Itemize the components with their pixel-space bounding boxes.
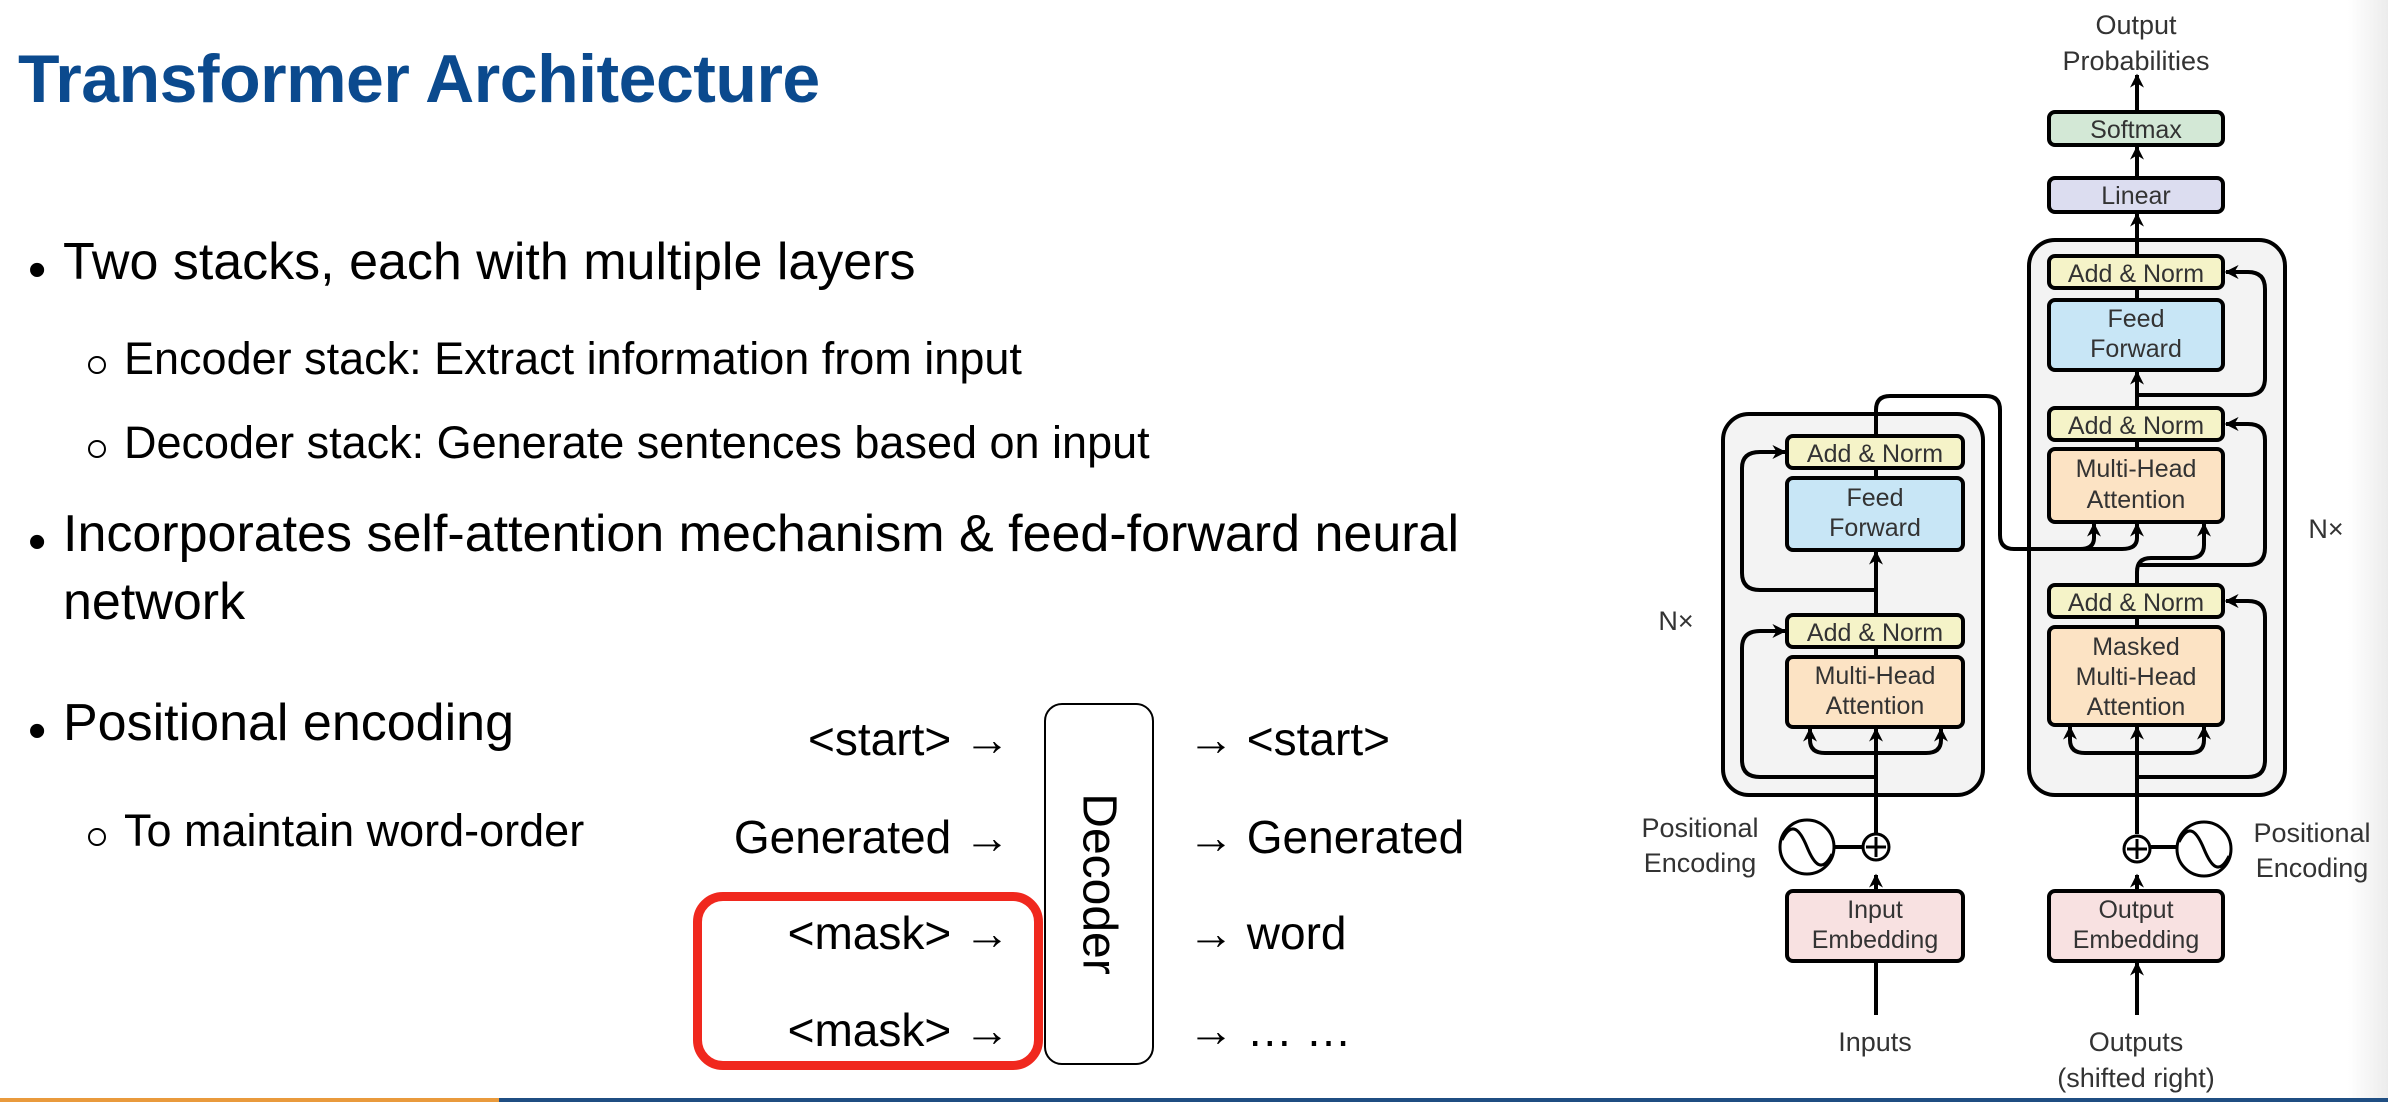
encoder-positional-label: Positional <box>1641 813 1758 843</box>
decoder-output-generated: → Generated <box>1188 811 1465 863</box>
decoder-add-norm-3: Add & Norm <box>2047 254 2225 290</box>
decoder-sine-wave-icon <box>2175 820 2233 878</box>
svg-text:Linear: Linear <box>2101 182 2171 210</box>
outputs-shifted-label: (shifted right) <box>2057 1063 2215 1093</box>
bullet-self-attention-line2: network <box>63 573 246 631</box>
decoder-masked-attention: Masked Multi-Head Attention <box>2047 625 2225 727</box>
encoder-add-norm-1: Add & Norm <box>1785 613 1965 649</box>
encoder-add-icon <box>1861 832 1891 862</box>
decoder-residual-2 <box>2137 417 2267 567</box>
encoder-residual-2 <box>1740 445 1876 592</box>
encoder-multi-head-attention: Multi-Head Attention <box>1785 655 1965 729</box>
decoder-input-start: <start> → <box>808 713 1010 765</box>
encoder-positional-label-2: Encoding <box>1644 848 1757 878</box>
bullet-icon: • <box>28 241 47 299</box>
svg-text:Multi-Head: Multi-Head <box>2076 455 2197 483</box>
decoder-input-mask-1: <mask> → <box>787 907 1010 959</box>
svg-text:Forward: Forward <box>1829 514 1921 542</box>
svg-text:Add & Norm: Add & Norm <box>2068 260 2204 288</box>
slide-title: Transformer Architecture <box>18 41 820 117</box>
decoder-positional-label: Positional <box>2253 818 2370 848</box>
svg-text:Softmax: Softmax <box>2090 116 2182 144</box>
svg-text:Embedding: Embedding <box>1812 926 1938 954</box>
output-embedding: Output Embedding <box>2047 889 2225 963</box>
svg-text:Add & Norm: Add & Norm <box>1807 619 1943 647</box>
footer-bar <box>499 1098 2388 1102</box>
svg-text:Feed: Feed <box>2108 305 2165 333</box>
decoder-cross-attention: Multi-Head Attention <box>2047 447 2225 524</box>
sub-bullet-decoder: Decoder stack: Generate sentences based … <box>124 417 1150 468</box>
decoder-box: Decoder <box>1044 703 1154 1065</box>
decoder-input-generated: Generated → <box>733 811 1010 863</box>
encoder-feed-forward: Feed Forward <box>1785 476 1965 552</box>
svg-text:Attention: Attention <box>1826 692 1925 720</box>
decoder-positional-label-2: Encoding <box>2256 853 2369 883</box>
inputs-label: Inputs <box>1838 1027 1912 1057</box>
softmax-box: Softmax <box>2047 110 2225 147</box>
decoder-residual-1 <box>2137 594 2267 779</box>
input-embedding: Input Embedding <box>1785 889 1965 963</box>
svg-text:Forward: Forward <box>2090 335 2182 363</box>
sub-bullet-icon <box>88 828 106 846</box>
svg-text:Add & Norm: Add & Norm <box>1807 440 1943 468</box>
bullet-self-attention-line1: Incorporates self-attention mechanism & … <box>63 505 1460 563</box>
encoder-add-norm-2: Add & Norm <box>1785 434 1965 470</box>
decoder-repeat-label: N× <box>2308 514 2343 544</box>
sub-bullet-word-order: To maintain word-order <box>124 805 585 856</box>
encoder-qkv-branch <box>1803 727 1876 755</box>
mask-highlight-box <box>693 892 1043 1070</box>
svg-text:Attention: Attention <box>2087 693 2186 721</box>
bullet-icon: • <box>28 513 47 571</box>
decoder-feed-forward: Feed Forward <box>2047 298 2225 372</box>
encoder-repeat-label: N× <box>1658 606 1693 636</box>
output-probabilities-label-2: Probabilities <box>2062 46 2209 76</box>
sub-bullet-encoder: Encoder stack: Extract information from … <box>124 333 1022 384</box>
svg-text:Input: Input <box>1847 896 1903 924</box>
output-probabilities-label: Output <box>2095 10 2177 40</box>
slide-edge-shade <box>2348 0 2388 1102</box>
footer-bar-accent <box>0 1098 499 1102</box>
decoder-output-ellipsis: → … … <box>1188 1004 1352 1056</box>
svg-text:Masked: Masked <box>2092 633 2180 661</box>
encoder-residual-1 <box>1740 624 1876 779</box>
decoder-add-icon <box>2122 834 2152 864</box>
decoder-add-norm-2: Add & Norm <box>2047 406 2225 442</box>
svg-text:Output: Output <box>2098 896 2173 924</box>
encoder-stack <box>1721 412 1985 797</box>
svg-text:Feed: Feed <box>1847 484 1904 512</box>
decoder-output-start: → <start> <box>1188 713 1390 765</box>
svg-text:Attention: Attention <box>2087 486 2186 514</box>
outputs-label: Outputs <box>2089 1027 2184 1057</box>
svg-text:Multi-Head: Multi-Head <box>1815 662 1936 690</box>
svg-text:Multi-Head: Multi-Head <box>2076 663 2197 691</box>
bullet-two-stacks: Two stacks, each with multiple layers <box>63 233 916 291</box>
svg-text:Add & Norm: Add & Norm <box>2068 412 2204 440</box>
bullet-positional-encoding: Positional encoding <box>63 694 514 752</box>
sub-bullet-icon <box>88 356 106 374</box>
decoder-input-mask-2: <mask> → <box>787 1004 1010 1056</box>
linear-box: Linear <box>2047 176 2225 214</box>
decoder-add-norm-1: Add & Norm <box>2047 583 2225 619</box>
decoder-output-word: → word <box>1188 907 1347 959</box>
decoder-residual-3 <box>2137 265 2267 397</box>
svg-text:Add & Norm: Add & Norm <box>2068 589 2204 617</box>
sub-bullet-icon <box>88 440 106 458</box>
svg-text:Embedding: Embedding <box>2073 926 2199 954</box>
bullet-icon: • <box>28 702 47 760</box>
encoder-sine-wave-icon <box>1778 818 1836 876</box>
